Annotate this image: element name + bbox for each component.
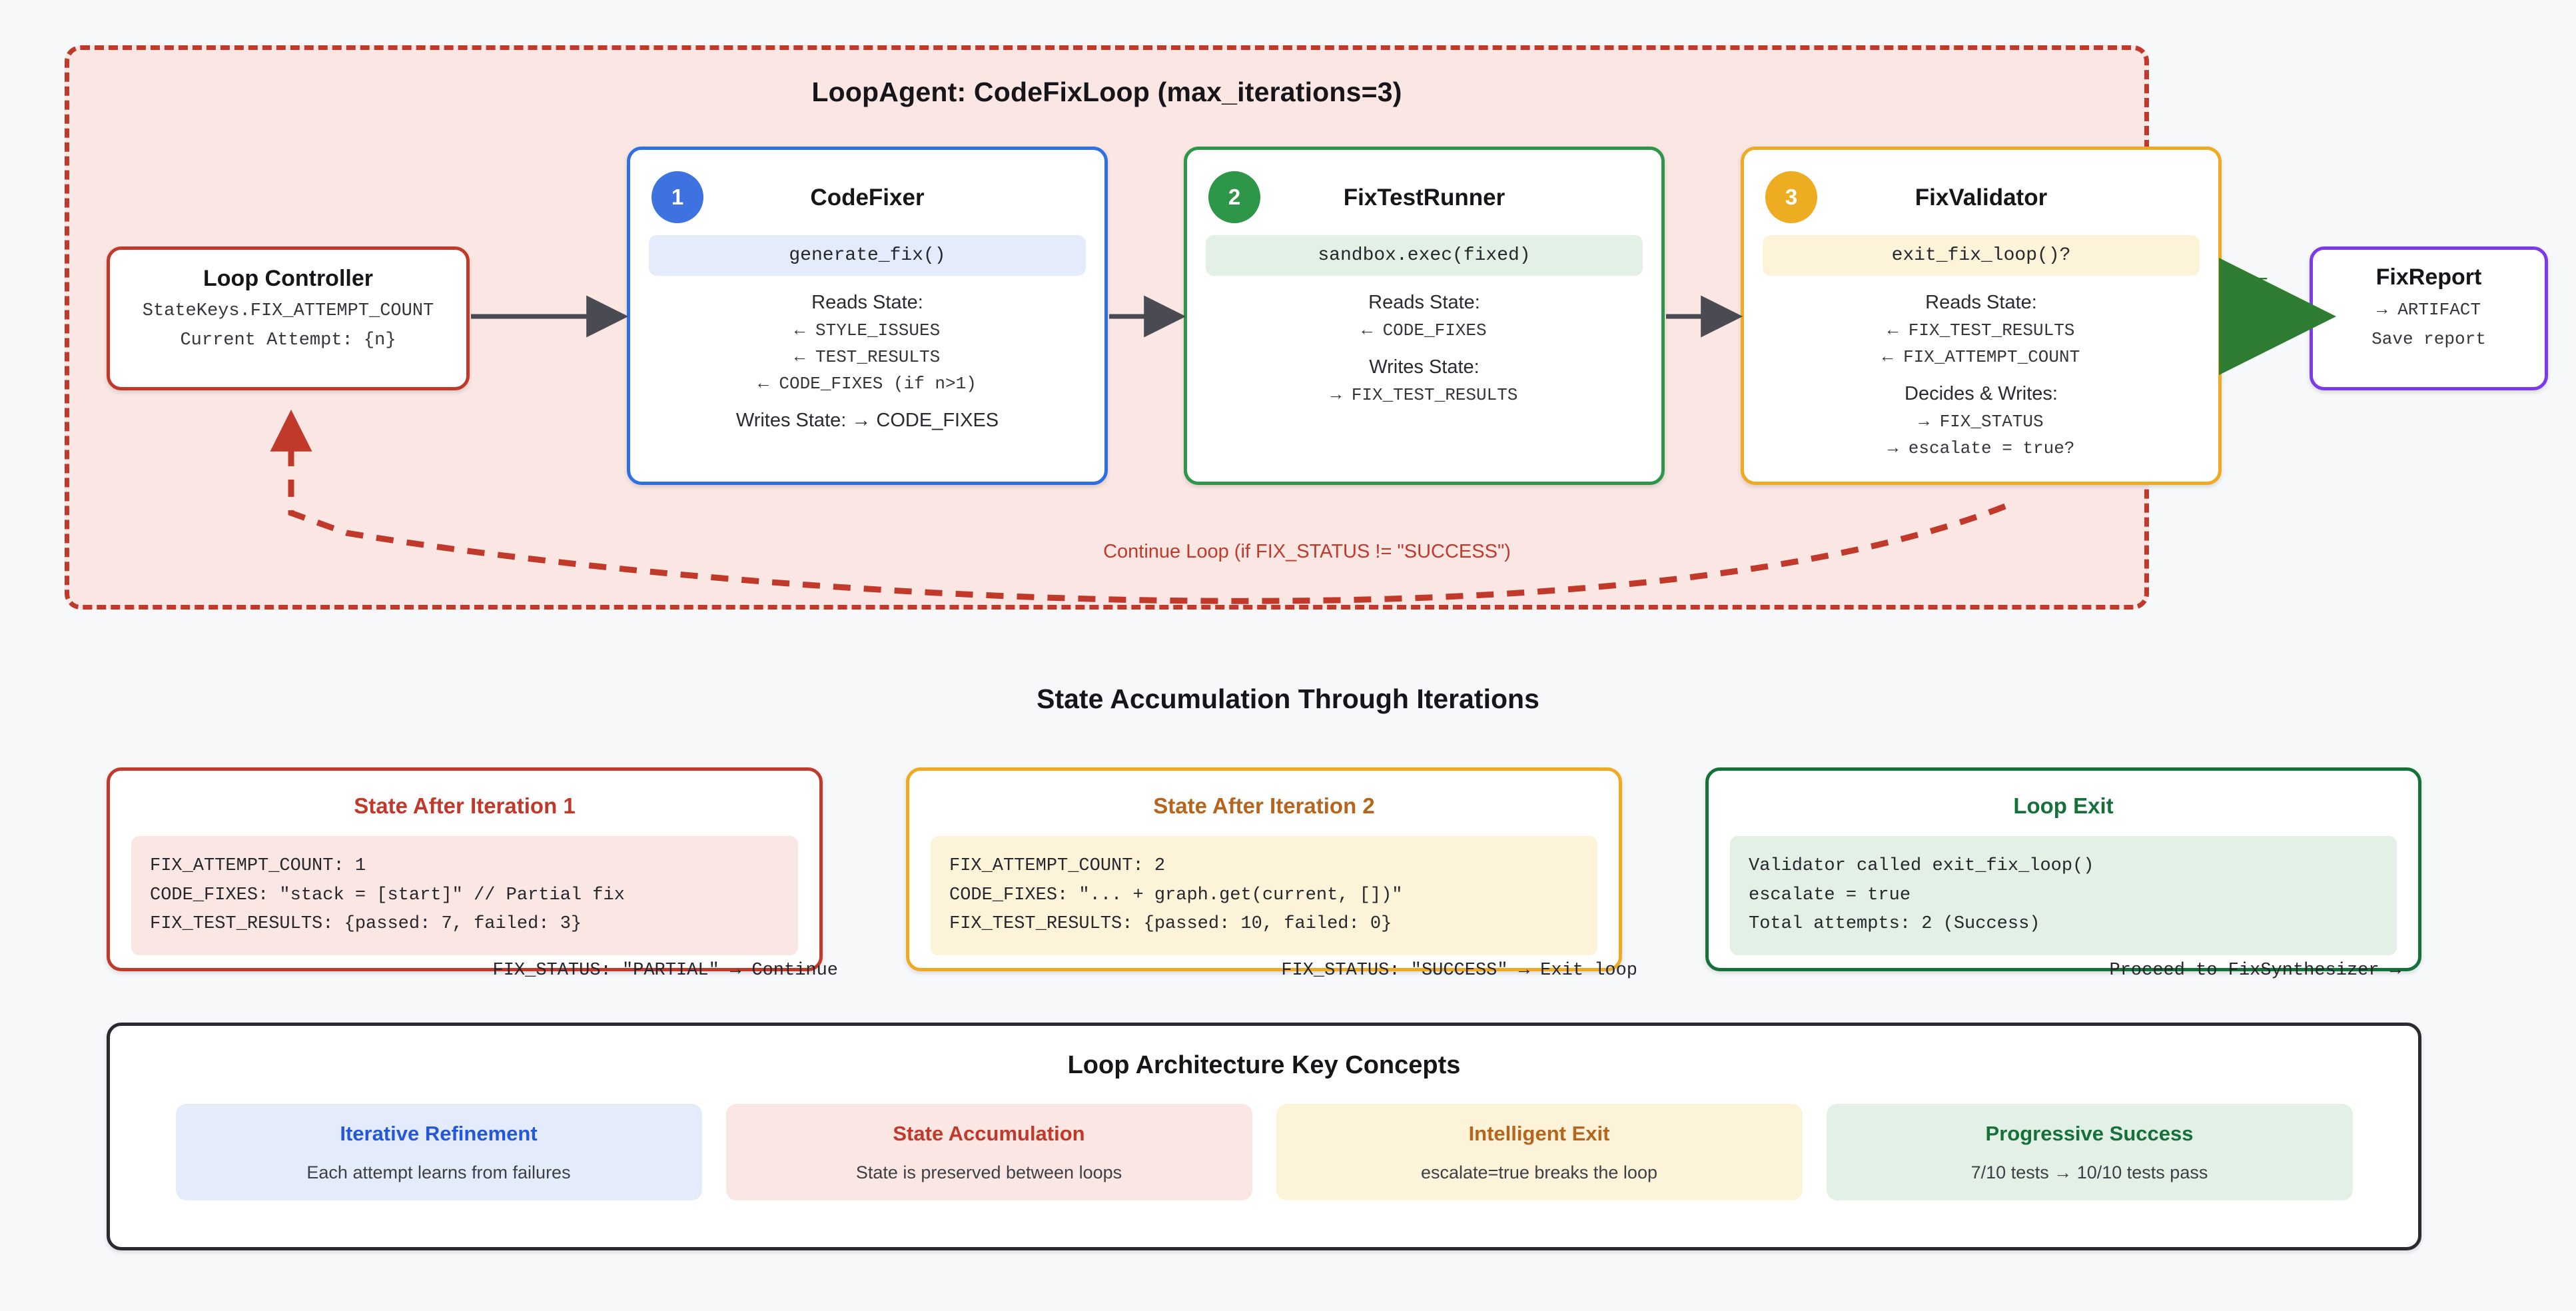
concept-2-title: Intelligent Exit [1468, 1121, 1610, 1145]
concept-intelligent-exit[interactable]: Intelligent Exit escalate=true breaks th… [1276, 1104, 1803, 1200]
concept-3-subtitle: 7/10 tests → 10/10 tests pass [1970, 1162, 2208, 1182]
node-fixvalidator[interactable]: 3 FixValidator exit_fix_loop()? Reads St… [1741, 147, 2222, 485]
node-fixtestrunner[interactable]: 2 FixTestRunner sandbox.exec(fixed) Read… [1184, 147, 1665, 485]
state-card-2-line-1: CODE_FIXES: "... + graph.get(current, []… [949, 885, 1403, 905]
concept-2-subtitle: escalate=true breaks the loop [1421, 1162, 1657, 1182]
state-card-1-line-0: FIX_ATTEMPT_COUNT: 1 [150, 856, 366, 876]
state-card-2-line-2: FIX_TEST_RESULTS: {passed: 10, failed: 0… [949, 914, 1392, 935]
node-fixreport-save: Save report [2371, 329, 2486, 349]
state-card-3-line-0: Validator called exit_fix_loop() [1749, 856, 2094, 876]
node-fixreport[interactable]: FixReport → ARTIFACT Save report [2310, 246, 2548, 390]
node-fixvalidator-function: exit_fix_loop()? [1763, 235, 2200, 276]
node-fixtestrunner-write-0: → FIX_TEST_RESULTS [1330, 385, 1518, 405]
state-card-2-title: State After Iteration 2 [1153, 793, 1375, 818]
state-card-1-line-2: FIX_TEST_RESULTS: {passed: 7, failed: 3} [150, 914, 582, 935]
exit-label: EXIT [2222, 273, 2268, 296]
concept-0-title: Iterative Refinement [340, 1121, 538, 1145]
node-codefixer-read-0: ← STYLE_ISSUES [794, 320, 941, 340]
node-codefixer[interactable]: 1 CodeFixer generate_fix() Reads State: … [627, 147, 1108, 485]
state-section-title: State Accumulation Through Iterations [1037, 683, 1539, 714]
node-fixvalidator-read-1: ← FIX_ATTEMPT_COUNT [1882, 347, 2080, 367]
node-fixvalidator-write-0: → FIX_STATUS [1919, 412, 2044, 432]
node-codefixer-function: generate_fix() [649, 235, 1086, 276]
state-card-iteration-2[interactable]: State After Iteration 2 FIX_ATTEMPT_COUN… [906, 767, 1637, 981]
node-fixtestrunner-writes-label: Writes State: [1369, 356, 1480, 378]
loop-controller-title: Loop Controller [203, 266, 373, 291]
state-card-iteration-1[interactable]: State After Iteration 1 FIX_ATTEMPT_COUN… [107, 767, 838, 981]
node-fixvalidator-write-1: → escalate = true? [1887, 438, 2075, 458]
node-fixtestrunner-read-0: ← CODE_FIXES [1362, 320, 1487, 340]
loop-controller-attempt: Current Attempt: {n} [180, 330, 396, 350]
key-concepts-panel: Loop Architecture Key Concepts Iterative… [107, 1023, 2421, 1250]
step-badge-3: 3 [1765, 171, 1817, 223]
state-card-3-footer: Proceed to FixSynthesizer → [2109, 961, 2401, 981]
node-codefixer-reads-label: Reads State: [811, 292, 923, 313]
node-fixvalidator-writes-label: Decides & Writes: [1905, 383, 2058, 404]
node-fixreport-title: FixReport [2375, 264, 2482, 290]
state-card-loop-exit[interactable]: Loop Exit Validator called exit_fix_loop… [1705, 767, 2421, 981]
concept-0-subtitle: Each attempt learns from failures [306, 1162, 571, 1182]
node-codefixer-title: CodeFixer [810, 185, 925, 211]
step-badge-2: 2 [1208, 171, 1260, 223]
key-concepts-title: Loop Architecture Key Concepts [1067, 1051, 1461, 1079]
loop-controller-statekey: StateKeys.FIX_ATTEMPT_COUNT [142, 301, 434, 321]
step-badge-1: 1 [651, 171, 703, 223]
loop-agent-title: LoopAgent: CodeFixLoop (max_iterations=3… [811, 77, 1402, 107]
state-card-1-title: State After Iteration 1 [354, 793, 576, 818]
node-fixvalidator-read-0: ← FIX_TEST_RESULTS [1887, 320, 2075, 340]
state-card-3-title: Loop Exit [2013, 793, 2114, 818]
node-fixvalidator-title: FixValidator [1915, 185, 2048, 211]
concept-state-accumulation[interactable]: State Accumulation State is preserved be… [725, 1104, 1252, 1200]
state-card-1-line-1: CODE_FIXES: "stack = [start]" // Partial… [150, 885, 625, 905]
state-card-1-footer: FIX_STATUS: "PARTIAL" → Continue [492, 961, 838, 981]
concept-3-title: Progressive Success [1985, 1121, 2194, 1145]
state-card-3-body: Validator called exit_fix_loop() escalat… [1730, 836, 2401, 981]
state-card-2-body: FIX_ATTEMPT_COUNT: 2 CODE_FIXES: "... + … [931, 836, 1637, 981]
node-codefixer-read-1: ← TEST_RESULTS [794, 347, 941, 367]
key-concepts-row: Iterative Refinement Each attempt learns… [110, 1104, 2418, 1200]
concept-iterative-refinement[interactable]: Iterative Refinement Each attempt learns… [175, 1104, 702, 1200]
state-card-3-line-2: Total attempts: 2 (Success) [1749, 914, 2040, 935]
state-card-3-line-1: escalate = true [1749, 885, 1911, 905]
node-fixtestrunner-reads-label: Reads State: [1368, 292, 1480, 313]
concept-1-subtitle: State is preserved between loops [855, 1162, 1122, 1182]
loop-controller-node[interactable]: Loop Controller StateKeys.FIX_ATTEMPT_CO… [107, 246, 470, 390]
state-card-2-footer: FIX_STATUS: "SUCCESS" → Exit loop [1281, 961, 1637, 981]
node-fixtestrunner-function: sandbox.exec(fixed) [1206, 235, 1643, 276]
node-fixreport-artifact: → ARTIFACT [2376, 300, 2481, 320]
continue-loop-label: Continue Loop (if FIX_STATUS != "SUCCESS… [1103, 541, 1511, 562]
node-fixvalidator-reads-label: Reads State: [1925, 292, 2037, 313]
node-fixtestrunner-title: FixTestRunner [1343, 185, 1505, 211]
concept-1-title: State Accumulation [893, 1121, 1085, 1145]
node-codefixer-writes-line: Writes State: → CODE_FIXES [735, 410, 999, 431]
node-codefixer-read-2: ← CODE_FIXES (if n>1) [758, 374, 977, 394]
state-card-1-body: FIX_ATTEMPT_COUNT: 1 CODE_FIXES: "stack … [131, 836, 838, 981]
state-card-2-line-0: FIX_ATTEMPT_COUNT: 2 [949, 856, 1166, 876]
concept-progressive-success[interactable]: Progressive Success 7/10 tests → 10/10 t… [1826, 1104, 2353, 1200]
